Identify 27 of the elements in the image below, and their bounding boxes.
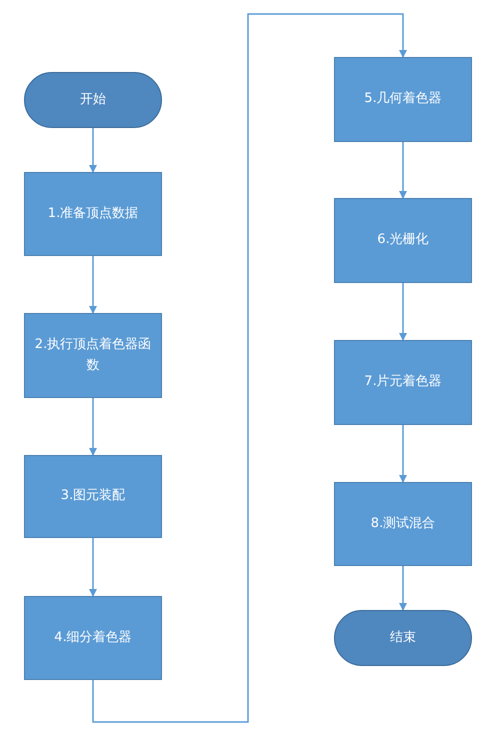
node-label: 1.准备顶点数据 <box>48 204 138 223</box>
arrow <box>89 256 97 314</box>
arrow <box>89 538 97 597</box>
node-label: 开始 <box>80 90 106 109</box>
process-box <box>24 313 162 398</box>
process-box <box>334 482 472 566</box>
node-label: 2.执行顶点着色器函数 <box>34 336 152 374</box>
arrow <box>399 566 407 611</box>
node-label: 4.细分着色器 <box>54 628 132 647</box>
arrow <box>399 425 407 483</box>
arrow <box>399 142 407 199</box>
process-box <box>334 198 472 283</box>
process-box <box>24 455 162 538</box>
node-label: 6.光栅化 <box>377 231 429 250</box>
arrow <box>89 398 97 456</box>
process-box <box>24 172 162 256</box>
node-label: 结束 <box>390 628 416 647</box>
node-label: 5.几何着色器 <box>364 90 442 108</box>
node-label: 3.图元装配 <box>60 487 126 506</box>
process-box <box>334 57 472 142</box>
arrow <box>89 128 97 173</box>
node-label: 8.测试混合 <box>370 514 436 533</box>
node-label: 7.片元着色器 <box>364 373 442 392</box>
process-box <box>334 340 472 425</box>
arrow <box>92 13 407 723</box>
process-box <box>24 596 162 680</box>
arrow <box>399 283 407 341</box>
